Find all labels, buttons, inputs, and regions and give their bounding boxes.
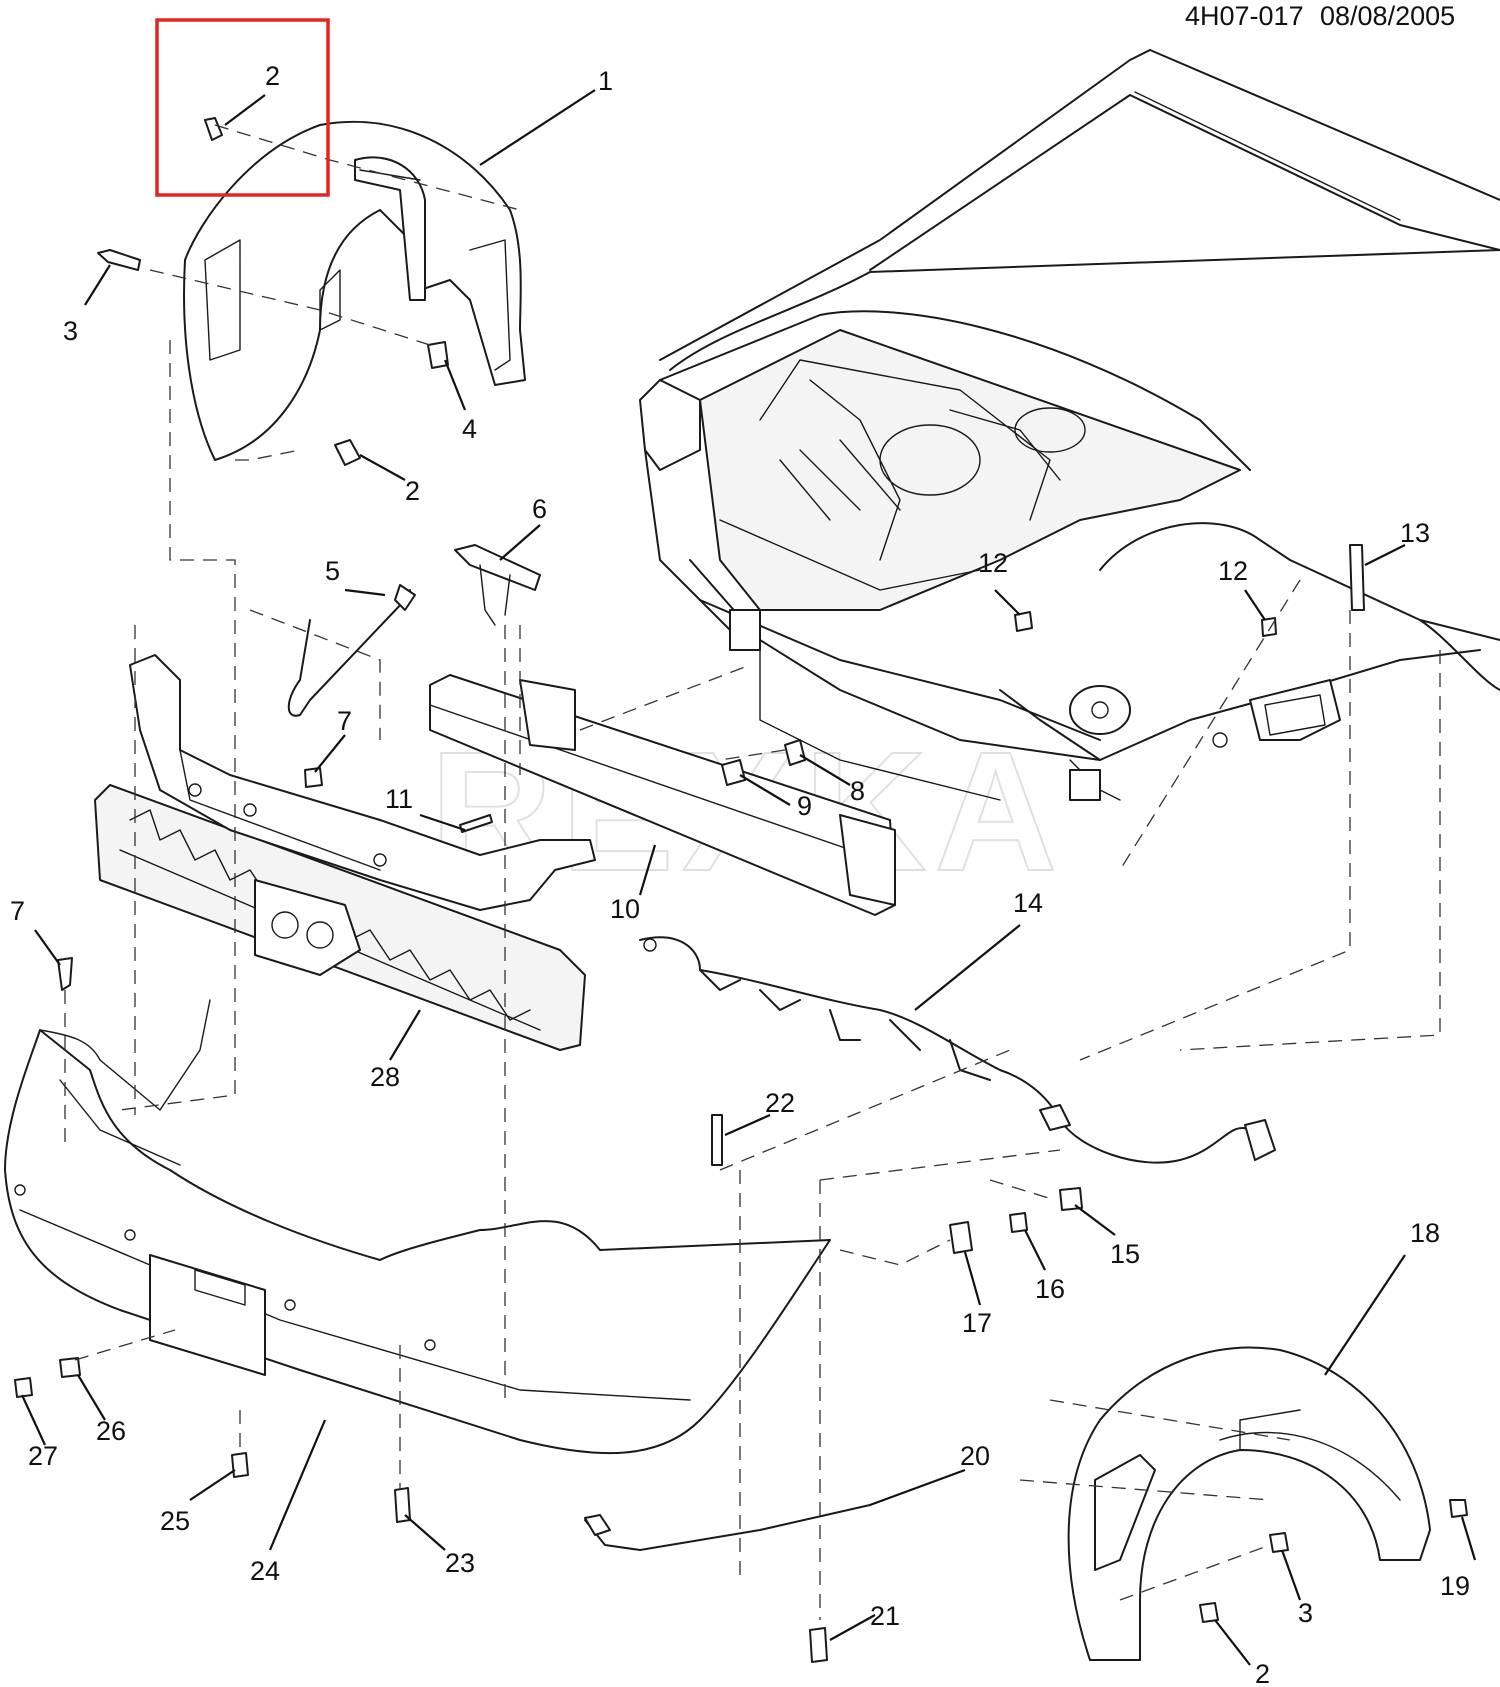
callout-4: 4 xyxy=(462,414,477,444)
callout-8: 8 xyxy=(850,776,865,806)
wiring-harness xyxy=(639,936,1276,1164)
callout-5: 5 xyxy=(325,556,340,586)
callout-2c: 2 xyxy=(1255,1659,1270,1687)
callout-20: 20 xyxy=(960,1441,990,1471)
callout-27: 27 xyxy=(28,1441,58,1471)
callout-2: 2 xyxy=(405,476,420,506)
lower-bracket xyxy=(584,1504,871,1551)
fasteners xyxy=(14,117,1468,1663)
impact-bar xyxy=(429,674,896,916)
callout-12a: 12 xyxy=(978,548,1008,578)
callout-7b: 7 xyxy=(10,896,25,926)
wheelhouse-liner-left xyxy=(183,120,526,461)
bumper-upper-bracket xyxy=(129,654,596,911)
callout-12b: 12 xyxy=(1218,556,1248,586)
callout-25: 25 xyxy=(160,1506,190,1536)
callout-13: 13 xyxy=(1400,518,1430,548)
drawing-date: 08/08/2005 xyxy=(1320,1,1455,31)
callout-19: 19 xyxy=(1440,1571,1470,1601)
callout-3b: 3 xyxy=(1298,1598,1313,1628)
callout-21: 21 xyxy=(870,1601,900,1631)
callout-24: 24 xyxy=(250,1556,280,1586)
assembly-lines xyxy=(64,124,1441,1620)
callout-10: 10 xyxy=(610,894,640,924)
wheelhouse-liner-right xyxy=(1067,1346,1431,1661)
callout-23: 23 xyxy=(445,1548,475,1578)
part-5-rod xyxy=(287,584,416,717)
leader-lines xyxy=(21,89,1477,1666)
callout-15: 15 xyxy=(1110,1239,1140,1269)
callout-6: 6 xyxy=(532,494,547,524)
callout-1: 1 xyxy=(598,66,613,96)
callout-17: 17 xyxy=(962,1308,992,1338)
callout-7: 7 xyxy=(337,706,352,736)
callout-14: 14 xyxy=(1013,888,1043,918)
callout-2-highlighted: 2 xyxy=(265,61,280,91)
callout-labels: 1 2 3 4 2 5 6 7 8 9 10 11 12 12 13 14 7 … xyxy=(10,61,1470,1687)
callout-26: 26 xyxy=(96,1416,126,1446)
drawing-id: 4H07-017 xyxy=(1185,1,1304,31)
callout-22: 22 xyxy=(765,1088,795,1118)
energy-absorber xyxy=(94,784,586,1051)
vehicle-rear-body xyxy=(639,49,1500,801)
callout-11: 11 xyxy=(385,784,413,814)
part-6-bracket xyxy=(454,544,541,626)
callout-9: 9 xyxy=(797,791,812,821)
callout-16: 16 xyxy=(1035,1274,1065,1304)
callout-3: 3 xyxy=(63,316,78,346)
callout-28: 28 xyxy=(370,1062,400,1092)
callout-18: 18 xyxy=(1410,1218,1440,1248)
highlight-box xyxy=(155,18,330,197)
bumper-fascia xyxy=(4,999,831,1455)
